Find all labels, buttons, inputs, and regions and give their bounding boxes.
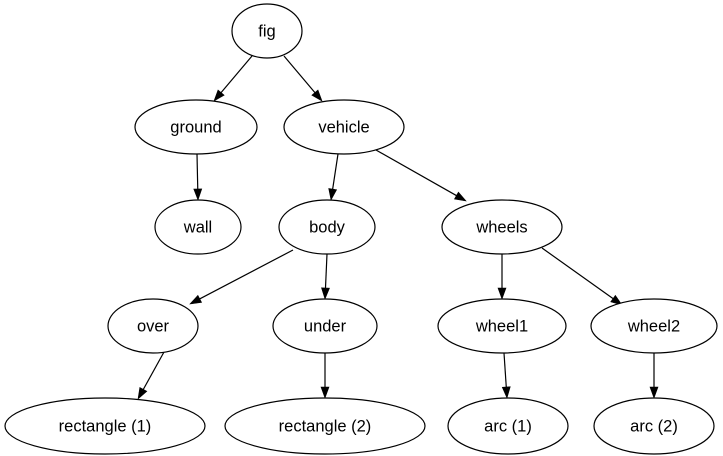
node-ellipse-wheel1[interactable] <box>437 298 567 354</box>
node-ellipse-body[interactable] <box>278 199 376 255</box>
arrowhead-icon <box>610 294 623 306</box>
edge-shaft <box>503 352 508 390</box>
arrowhead-icon <box>501 386 511 399</box>
node-ellipse-wheels[interactable] <box>441 199 563 255</box>
edge-shaft <box>141 351 165 392</box>
arrowhead-icon <box>189 294 203 305</box>
graph-node-under[interactable]: under <box>272 298 378 354</box>
graph-edge-body-over <box>189 249 294 305</box>
graph-edge-under-rectangle2 <box>320 353 330 399</box>
graph-node-rectangle1[interactable]: rectangle (1) <box>4 397 206 455</box>
edge-shaft <box>283 55 317 95</box>
graph-edge-body-under <box>321 253 330 300</box>
arrowhead-icon <box>321 287 330 300</box>
node-ellipse-over[interactable] <box>107 298 199 354</box>
graph-node-rectangle2[interactable]: rectangle (2) <box>224 397 426 455</box>
graph-edge-over-rectangle1 <box>137 351 165 400</box>
graph-node-vehicle[interactable]: vehicle <box>283 99 405 155</box>
node-ellipse-wheel2[interactable] <box>590 298 718 354</box>
graph-node-arc2[interactable]: arc (2) <box>593 397 715 455</box>
graph-node-wall[interactable]: wall <box>154 199 242 255</box>
node-ellipse-vehicle[interactable] <box>283 99 405 155</box>
graph-node-wheels[interactable]: wheels <box>441 199 563 255</box>
arrowhead-icon <box>497 287 507 300</box>
node-layer: fig ground vehicle wall body wheels over under w… <box>4 3 718 455</box>
node-ellipse-ground[interactable] <box>134 99 258 155</box>
graph-node-ground[interactable]: ground <box>134 99 258 155</box>
edge-shaft <box>331 153 339 192</box>
edge-shaft <box>324 253 328 291</box>
arrowhead-icon <box>649 386 659 399</box>
graph-edge-ground-wall <box>193 153 203 201</box>
edge-shaft <box>219 55 253 95</box>
node-ellipse-rectangle1[interactable] <box>4 397 206 455</box>
graph-edge-wheels-wheel2 <box>541 247 623 306</box>
arrowhead-icon <box>137 386 148 400</box>
node-ellipse-arc2[interactable] <box>593 397 715 455</box>
node-ellipse-arc1[interactable] <box>447 397 569 455</box>
edge-shaft <box>375 149 459 198</box>
graph-edge-wheels-wheel1 <box>497 254 507 300</box>
graph-edge-vehicle-body <box>328 153 339 201</box>
graph-node-over[interactable]: over <box>107 298 199 354</box>
graph-node-body[interactable]: body <box>278 199 376 255</box>
node-ellipse-wall[interactable] <box>154 199 242 255</box>
graph-edge-fig-ground <box>213 55 253 102</box>
edge-shaft <box>197 249 294 301</box>
edge-shaft <box>541 247 616 301</box>
node-ellipse-fig[interactable] <box>231 3 303 59</box>
arrowhead-icon <box>213 89 225 102</box>
graph-edge-wheel2-arc2 <box>649 353 659 399</box>
arrowhead-icon <box>453 191 467 202</box>
graph-node-fig[interactable]: fig <box>231 3 303 59</box>
edge-layer <box>137 55 659 400</box>
arrowhead-icon <box>328 188 338 201</box>
graph-node-arc1[interactable]: arc (1) <box>447 397 569 455</box>
arrowhead-icon <box>193 188 203 201</box>
graph-node-wheel2[interactable]: wheel2 <box>590 298 718 354</box>
graph-node-wheel1[interactable]: wheel1 <box>437 298 567 354</box>
node-ellipse-under[interactable] <box>272 298 378 354</box>
edge-shaft <box>196 153 199 192</box>
arrowhead-icon <box>311 89 323 102</box>
node-ellipse-rectangle2[interactable] <box>224 397 426 455</box>
graph-edge-fig-vehicle <box>283 55 323 102</box>
graph-edge-vehicle-wheels <box>375 149 467 202</box>
arrowhead-icon <box>320 386 330 399</box>
graph-edge-wheel1-arc1 <box>501 352 511 399</box>
